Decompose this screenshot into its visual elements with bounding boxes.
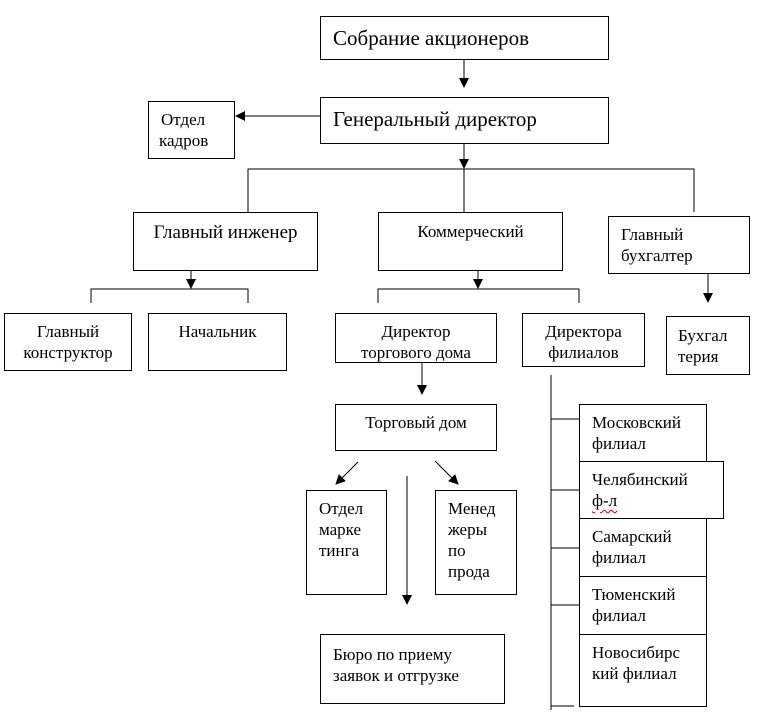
node-trade-house-director-line-2: торгового дома <box>361 343 471 362</box>
node-branch-tyumen-line-1: Тюменский <box>592 585 676 604</box>
node-bureau: Бюро по приему заявок и отгрузке <box>320 634 505 704</box>
node-branch-samara-line-2: филиал <box>592 548 646 567</box>
node-branch-chelyabinsk: Челябинский ф-л <box>579 461 724 519</box>
node-chief-engineer: Главный инженер <box>133 212 318 271</box>
node-branch-novosibirsk-line-2: кий филиал <box>592 664 677 683</box>
node-bureau-line-1: Бюро по приему <box>333 645 453 664</box>
node-branch-moscow-line-2: филиал <box>592 434 646 453</box>
node-sales-managers-line-2: жеры <box>448 520 487 539</box>
node-sales-managers-line-3: по <box>448 541 466 560</box>
node-branch-directors-line-2: филиалов <box>548 343 619 362</box>
node-trade-house-director-line-1: Директор <box>381 322 451 341</box>
node-hr-line-2: кадров <box>159 131 209 150</box>
node-chief-designer-line-1: Главный <box>36 322 100 341</box>
node-chief-engineer-label: Главный инженер <box>153 222 298 243</box>
node-hr: Отдел кадров <box>148 101 235 159</box>
node-hr-line-1: Отдел <box>161 110 206 129</box>
node-marketing-line-1: Отдел <box>319 499 364 518</box>
node-branch-novosibirsk: Новосибирс кий филиал <box>579 634 707 707</box>
node-chief-accountant-line-1: Главный <box>621 225 684 244</box>
node-branch-moscow: Московский филиал <box>579 404 707 462</box>
node-marketing-line-2: марке <box>319 520 362 539</box>
node-commercial-label: Коммерческий <box>417 222 524 241</box>
node-head: Начальник <box>148 313 287 371</box>
node-branch-chelyabinsk-line-1: Челябинский <box>592 470 688 489</box>
node-branch-directors-line-1: Директора <box>545 322 622 341</box>
bus-top <box>247 168 695 212</box>
node-branch-tyumen-line-2: филиал <box>592 606 646 625</box>
node-chief-designer-line-2: конструктор <box>23 343 113 362</box>
node-head-label: Начальник <box>178 322 257 341</box>
node-accounting-line-1: Бухгал <box>678 326 728 345</box>
node-chief-designer: Главный конструктор <box>4 313 132 371</box>
node-marketing-line-3: тинга <box>319 541 360 560</box>
node-general-director-label: Генеральный директор <box>333 107 537 131</box>
node-chief-accountant-line-2: бухгалтер <box>621 246 693 265</box>
node-accounting-line-2: терия <box>678 347 719 366</box>
node-marketing: Отдел марке тинга <box>306 490 387 595</box>
node-chief-accountant: Главный бухгалтер <box>608 216 750 274</box>
node-general-director: Генеральный директор <box>320 97 609 144</box>
node-branch-novosibirsk-line-1: Новосибирс <box>592 643 681 662</box>
node-branch-tyumen: Тюменский филиал <box>579 576 707 635</box>
node-commercial: Коммерческий <box>378 212 563 271</box>
node-bureau-line-2: заявок и отгрузке <box>333 666 459 685</box>
node-sales-managers-line-1: Менед <box>448 499 496 518</box>
node-branch-samara: Самарский филиал <box>579 518 707 577</box>
edge-tradehouse-managers <box>434 460 459 485</box>
node-branch-chelyabinsk-line-2: ф-л <box>592 491 618 510</box>
node-trade-house-director: Директор торгового дома <box>335 313 497 363</box>
node-sales-managers-line-4: прода <box>448 562 490 581</box>
edge-tradehouse-marketing <box>335 461 359 485</box>
node-shareholders: Собрание акционеров <box>320 16 609 60</box>
node-trade-house: Торговый дом <box>335 404 497 451</box>
bus-commercial <box>377 288 580 303</box>
node-branch-samara-line-1: Самарский <box>592 527 672 546</box>
node-branch-moscow-line-1: Московский <box>592 413 681 432</box>
bus-engineer <box>90 288 249 303</box>
node-sales-managers: Менед жеры по прода <box>435 490 517 595</box>
node-branch-directors: Директора филиалов <box>522 313 645 367</box>
node-accounting: Бухгал терия <box>666 316 750 375</box>
node-shareholders-label: Собрание акционеров <box>333 26 530 50</box>
node-trade-house-label: Торговый дом <box>365 413 467 432</box>
